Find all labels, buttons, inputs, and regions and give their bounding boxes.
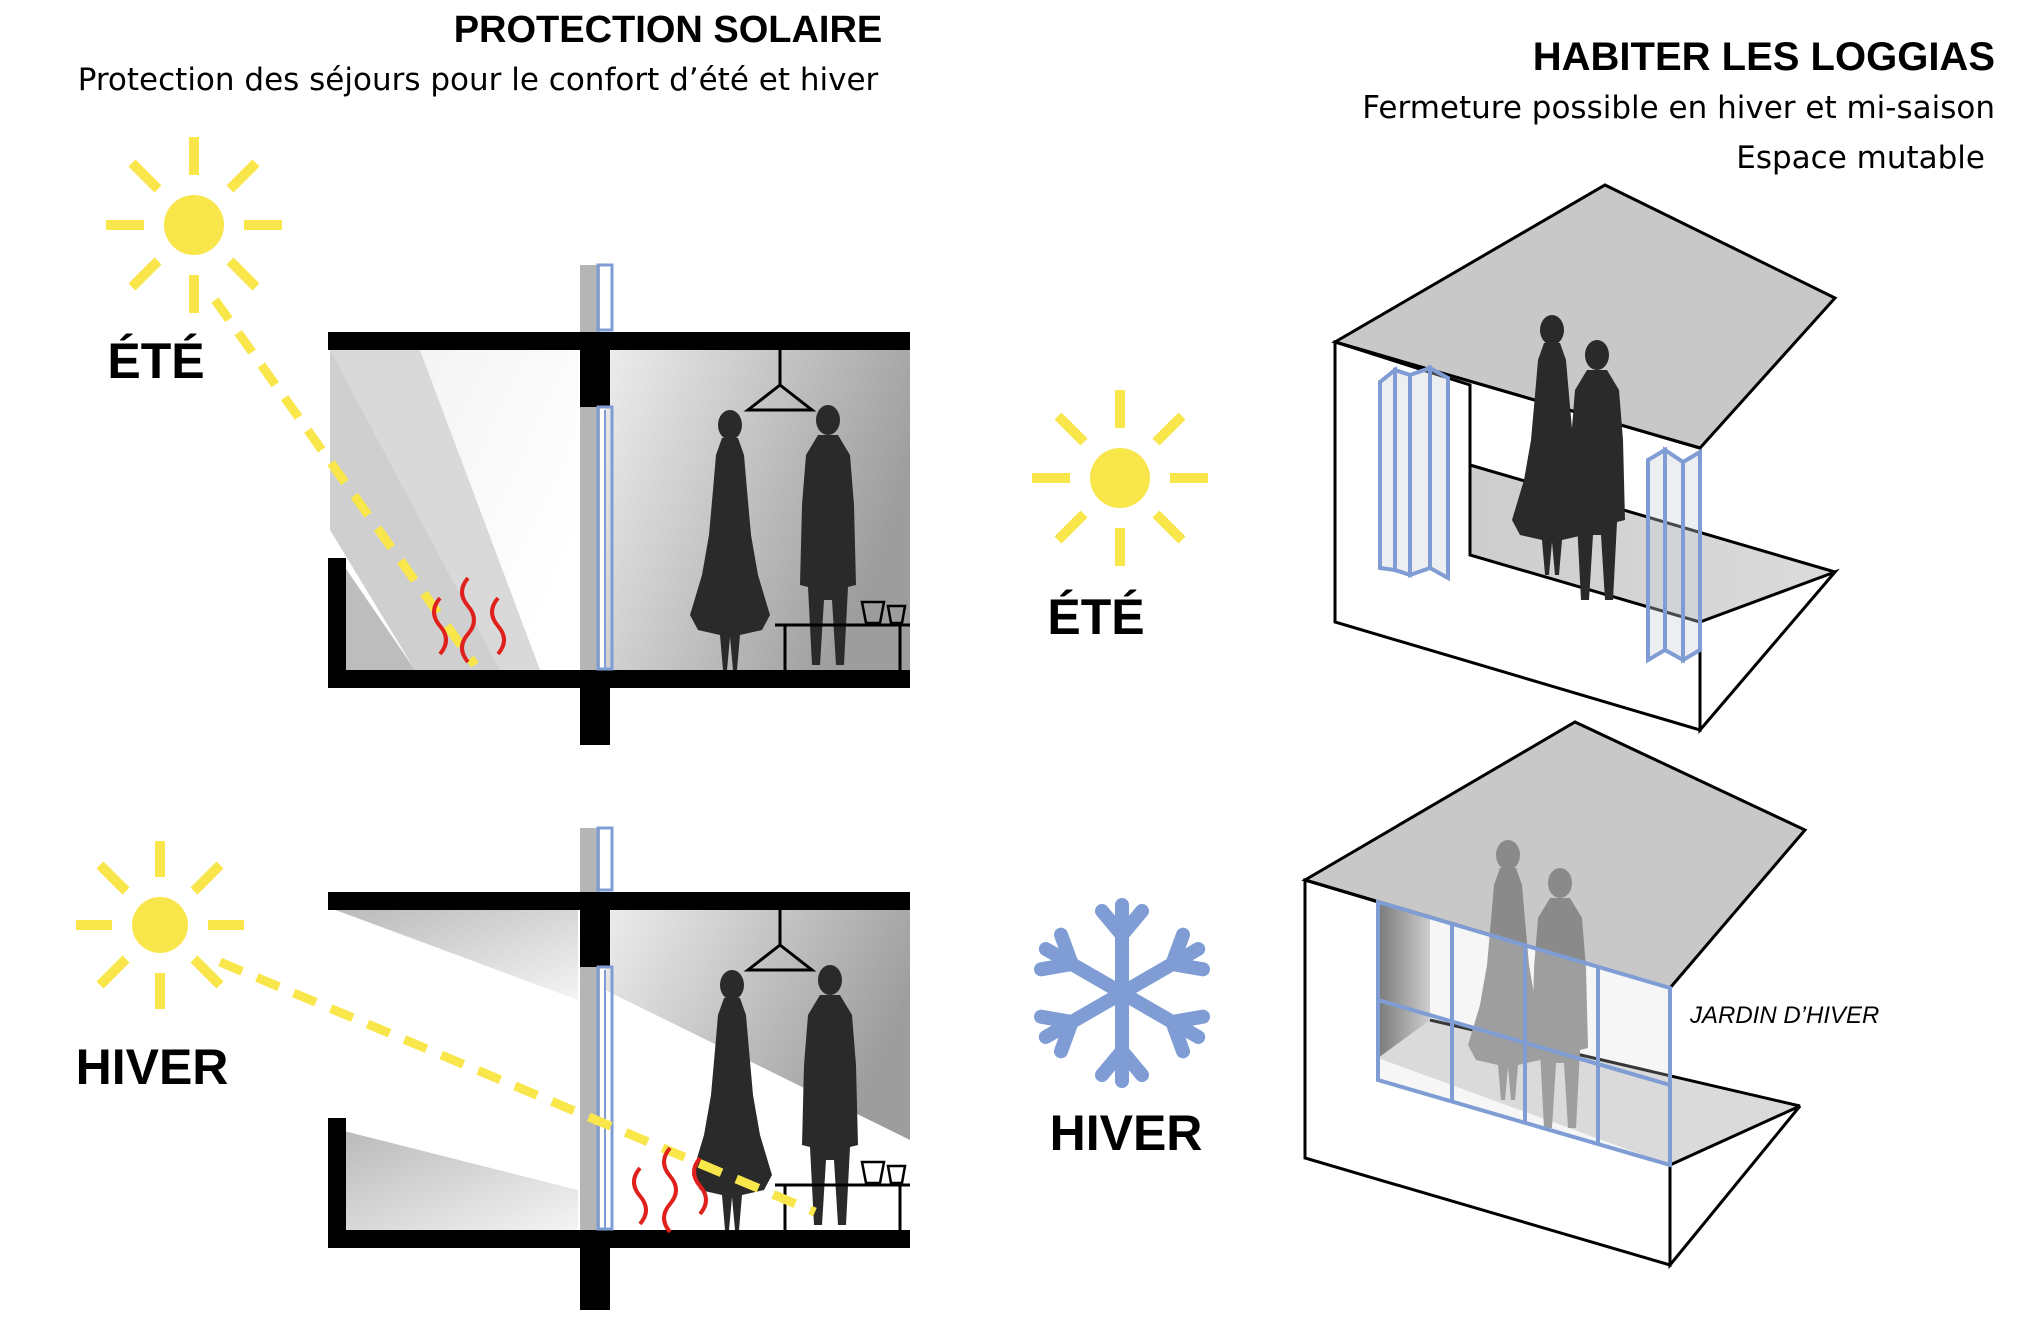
sun-icon: [1032, 390, 1208, 566]
heat-waves-icon: [632, 1146, 708, 1234]
right-panel-title: HABITER LES LOGGIAS: [1533, 35, 1995, 79]
right-panel-subtitle-2: Espace mutable: [1736, 140, 1985, 176]
summer-label-right: ÉTÉ: [1047, 589, 1144, 645]
summer-label-left: ÉTÉ: [107, 333, 204, 389]
winter-loggia-axonometric: JARDIN D’HIVER: [1301, 720, 1879, 1270]
winter-garden-label: JARDIN D’HIVER: [1689, 1002, 1879, 1029]
sun-icon: [106, 137, 282, 313]
winter-label-left: HIVER: [76, 1039, 229, 1095]
snowflake-icon: [1033, 898, 1211, 1088]
winter-label-right: HIVER: [1050, 1105, 1203, 1161]
left-panel-subtitle: Protection des séjours pour le confort d…: [78, 62, 879, 98]
summer-section-diagram: ÉTÉ: [106, 137, 910, 745]
heat-waves-icon: [432, 576, 506, 664]
right-panel-subtitle-1: Fermeture possible en hiver et mi-saison: [1362, 90, 1995, 126]
winter-section-diagram: HIVER: [76, 826, 910, 1310]
left-panel-title: PROTECTION SOLAIRE: [454, 9, 883, 51]
sun-icon: [76, 841, 244, 1009]
summer-loggia-axonometric: [1331, 183, 1840, 735]
